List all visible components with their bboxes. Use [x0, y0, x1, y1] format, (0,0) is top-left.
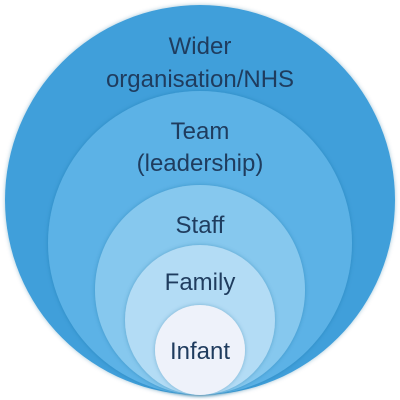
label-family: Family [165, 269, 236, 296]
label-staff: Staff [176, 212, 225, 239]
label-infant: Infant [170, 338, 230, 365]
label-team-line-2: (leadership) [137, 150, 264, 177]
circle-infant [155, 305, 245, 395]
label-wider-line-2: organisation/NHS [106, 66, 294, 93]
label-team-line-1: Team [171, 118, 230, 145]
label-wider-line-1: Wider [169, 33, 232, 60]
